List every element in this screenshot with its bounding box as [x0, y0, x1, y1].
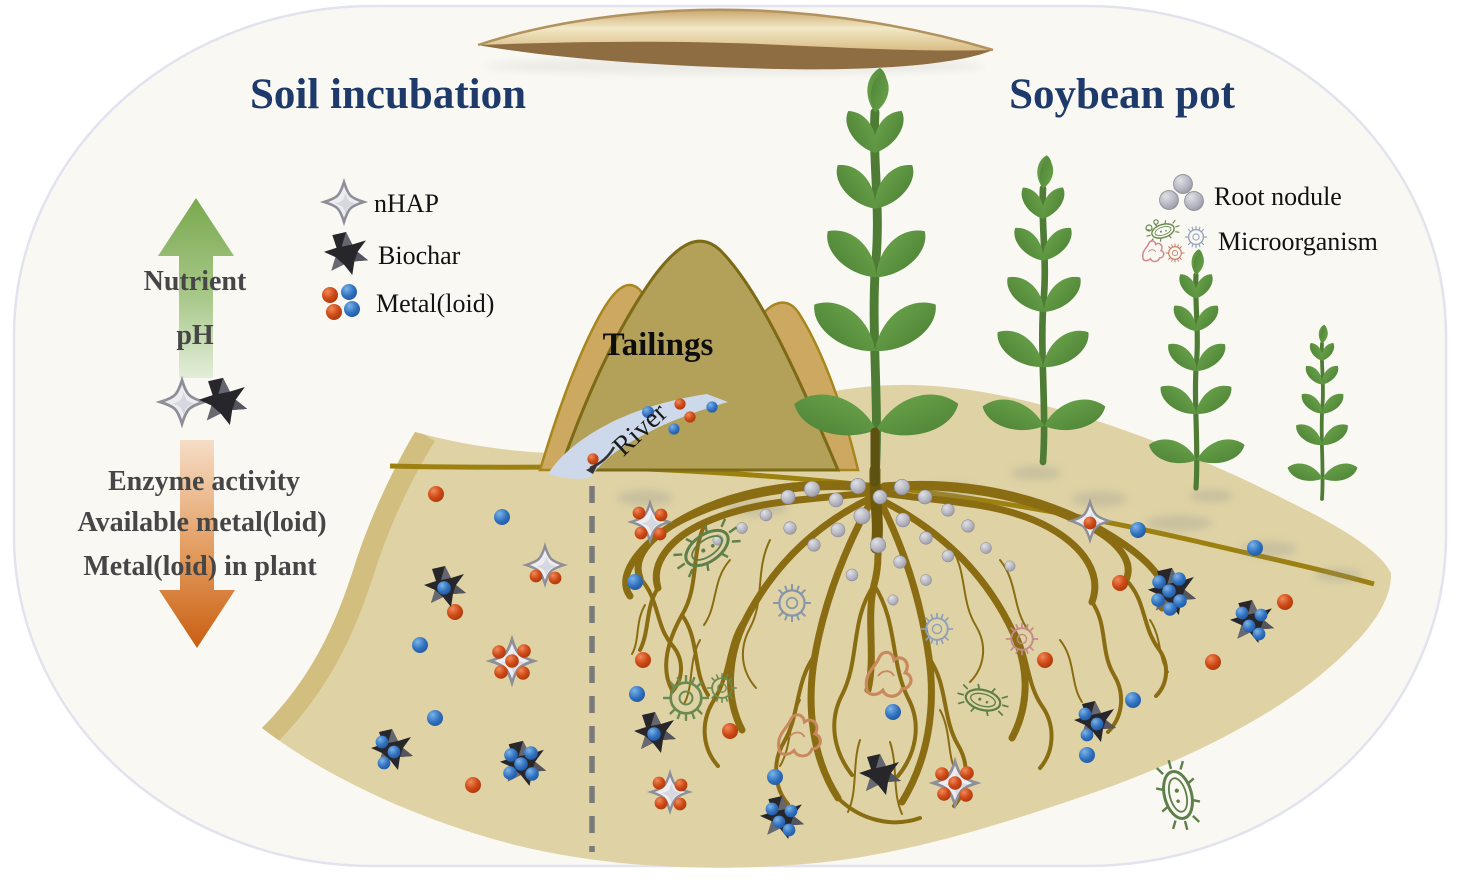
nhap-icon: [933, 761, 977, 805]
metal-blue-dot: [706, 401, 718, 413]
legend-label-root-nodule: Root nodule: [1214, 182, 1342, 211]
metal-blue-dot: [885, 704, 901, 720]
tailings-mound-center: [557, 239, 841, 472]
microorganism-icon: [1142, 216, 1208, 264]
nhap-icon: [490, 639, 534, 683]
metal-blue-dot: [1125, 692, 1141, 708]
metal-red-dot: [674, 398, 686, 410]
soybean-plants: [794, 66, 1358, 499]
increase-arrow: Nutrient pH: [144, 198, 247, 378]
pot-rim: [477, 8, 994, 75]
metal-red-dot: [447, 604, 463, 620]
left-title: Soil incubation: [250, 71, 526, 118]
metal-blue-dot: [494, 509, 510, 525]
increase-label-ph: pH: [176, 320, 214, 351]
metal-blue-dot: [627, 574, 643, 590]
metal-blue-dot: [629, 686, 645, 702]
legend-label-metalloid: Metal(loid): [376, 289, 494, 318]
down-arrow-icon: [159, 440, 235, 648]
metal-red-dot: [465, 777, 481, 793]
metal-red-dot: [1277, 594, 1293, 610]
metal-red-dot: [635, 652, 651, 668]
metal-blue-dot: [427, 710, 443, 726]
legend-label-biochar: Biochar: [378, 241, 461, 270]
legend-label-nhap: nHAP: [374, 189, 439, 218]
metal-red-dot: [1112, 575, 1128, 591]
metal-blue-dot: [1247, 540, 1263, 556]
tailings-label: Tailings: [603, 327, 714, 363]
metal-blue-dot: [412, 637, 428, 653]
metal-red-dot: [1205, 654, 1221, 670]
metal-blue-dot: [1079, 747, 1095, 763]
decrease-label-metal-in-plant: Metal(loid) in plant: [83, 551, 317, 582]
right-legend: Root nodule Microorganism: [1142, 174, 1378, 264]
right-title: Soybean pot: [1009, 71, 1235, 118]
metal-red-dot: [684, 411, 696, 423]
metal-blue-dot: [767, 769, 783, 785]
left-legend: nHAP Biochar Metal(loid): [322, 180, 494, 320]
up-arrow-icon: [158, 198, 234, 378]
metal-blue-dot: [1130, 522, 1146, 538]
metal-blue-dot: [668, 423, 680, 435]
metal-red-dot: [428, 486, 444, 502]
metal-red-dot: [1037, 652, 1053, 668]
metal-red-dot: [587, 453, 599, 465]
metal-red-dot: [722, 723, 738, 739]
decrease-arrow: Enzyme activity Available metal(loid) Me…: [77, 440, 327, 648]
decrease-label-enzyme: Enzyme activity: [108, 466, 300, 497]
decrease-label-available-metal: Available metal(loid): [77, 507, 326, 538]
legend-label-microorganism: Microorganism: [1218, 227, 1378, 256]
increase-label-nutrient: Nutrient: [144, 266, 247, 297]
